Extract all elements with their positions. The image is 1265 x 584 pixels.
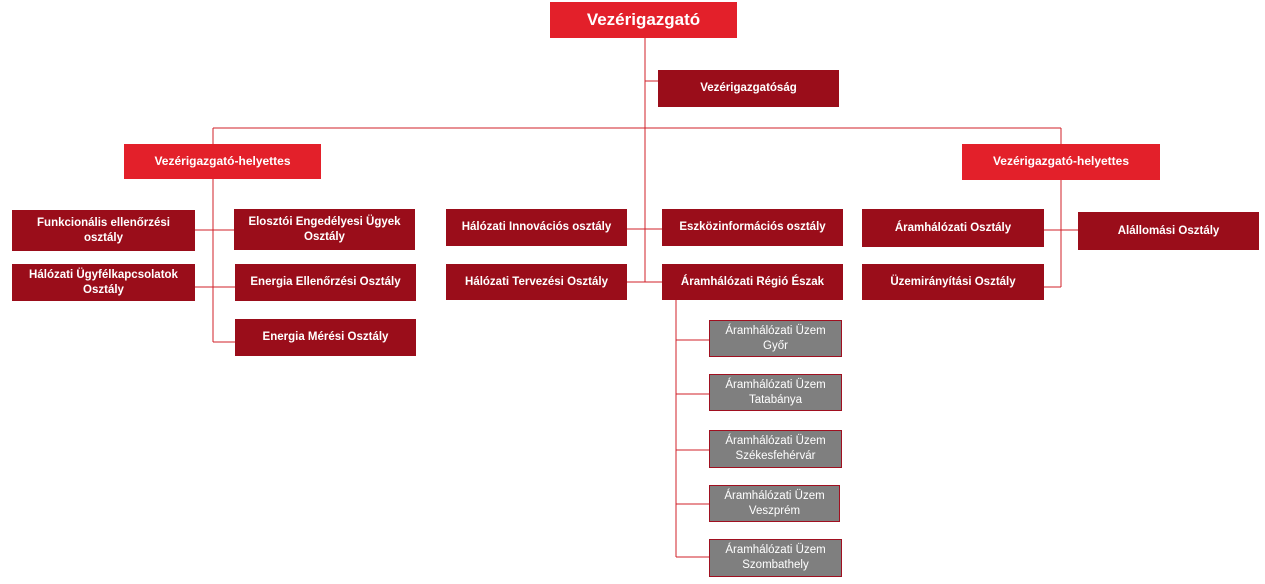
department-box: Áramhálózati Osztály: [862, 209, 1044, 247]
deputy-right-box: Vezérigazgató-helyettes: [962, 144, 1160, 180]
department-box: Hálózati Tervezési Osztály: [446, 264, 627, 300]
department-box: Üzemirányítási Osztály: [862, 264, 1044, 300]
department-box: Funkcionális ellenőrzési osztály: [12, 210, 195, 251]
department-box: Hálózati Innovációs osztály: [446, 209, 627, 246]
department-box: Eszközinformációs osztály: [662, 209, 843, 246]
plant-box: Áramhálózati Üzem Székesfehérvár: [709, 430, 842, 468]
plant-box: Áramhálózati Üzem Szombathely: [709, 539, 842, 577]
plant-box: Áramhálózati Üzem Veszprém: [709, 485, 840, 522]
department-box: Energia Ellenőrzési Osztály: [235, 264, 416, 301]
department-box: Hálózati Ügyfélkapcsolatok Osztály: [12, 264, 195, 301]
department-box: Energia Mérési Osztály: [235, 319, 416, 356]
department-box: Alállomási Osztály: [1078, 212, 1259, 250]
ceo-box: Vezérigazgató: [550, 2, 737, 38]
deputy-left-box: Vezérigazgató-helyettes: [124, 144, 321, 179]
region-box: Áramhálózati Régió Észak: [662, 264, 843, 300]
department-box: Elosztói Engedélyesi Ügyek Osztály: [234, 209, 415, 250]
ceo-office-box: Vezérigazgatóság: [658, 70, 839, 107]
plant-box: Áramhálózati Üzem Győr: [709, 320, 842, 357]
plant-box: Áramhálózati Üzem Tatabánya: [709, 374, 842, 411]
